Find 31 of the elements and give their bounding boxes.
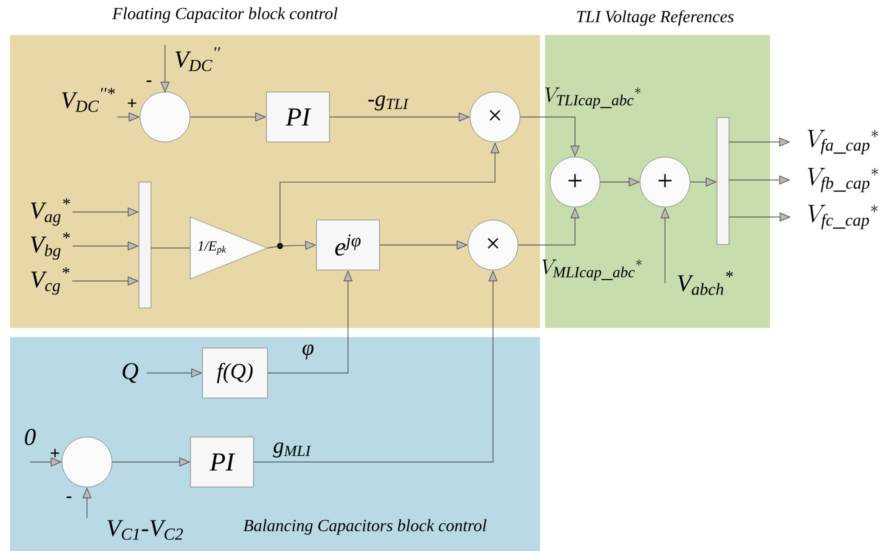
region-title: TLI Voltage References: [577, 10, 734, 26]
region-title: Floating Capacitor block control: [112, 7, 338, 23]
edge-label: $V_{\mathit{TLIcap\_abc}}{}^{*}$: [545, 87, 640, 109]
signal-label: V$_{abch}$*: [678, 271, 733, 295]
block-box: f(Q): [202, 348, 268, 398]
region-title: Balancing Capacitors block control: [243, 519, 486, 535]
signal-label: V$_{cg}$*: [31, 267, 70, 295]
signal-label: 0: [24, 428, 36, 446]
block-box: PI: [266, 92, 330, 142]
signal-label: V$_{ag}$*: [30, 198, 70, 226]
sign-label: +: [50, 448, 60, 458]
signal-label: V$_{bg}$*: [30, 232, 70, 260]
edge-label: g$_{MLI}$: [273, 442, 312, 458]
edge-label: $V_{\mathit{MLIcap\_abc}}{}^{*}$: [542, 259, 642, 281]
sign-label: +: [128, 98, 136, 108]
block-box: PI: [190, 436, 254, 488]
edge-label: -g$_{TLI}$: [368, 95, 409, 111]
signal-label: V$_{DC}$'': [175, 47, 220, 72]
signal-label: V$_{C1}$-V$_{C2}$: [108, 520, 183, 540]
bus-bar: [138, 182, 152, 308]
bus-bar: [716, 117, 730, 245]
sign-label: -: [146, 80, 152, 82]
edge-label: φ: [302, 344, 314, 360]
signal-label: $V_{\mathit{fa\_cap}}{}^{*}$: [808, 130, 878, 154]
signal-label: Q: [122, 363, 138, 383]
signal-label: $V_{\mathit{fc\_cap}}{}^{*}$: [808, 204, 878, 230]
signal-label: $V_{\mathit{fb\_cap}}{}^{*}$: [808, 168, 878, 192]
sign-label: -: [66, 496, 72, 498]
gain-label: 1/E$_{pk}$: [198, 241, 226, 255]
signal-label: V$_{DC}$''*: [62, 88, 115, 112]
block-box: e$^{jφ}$: [316, 220, 380, 270]
